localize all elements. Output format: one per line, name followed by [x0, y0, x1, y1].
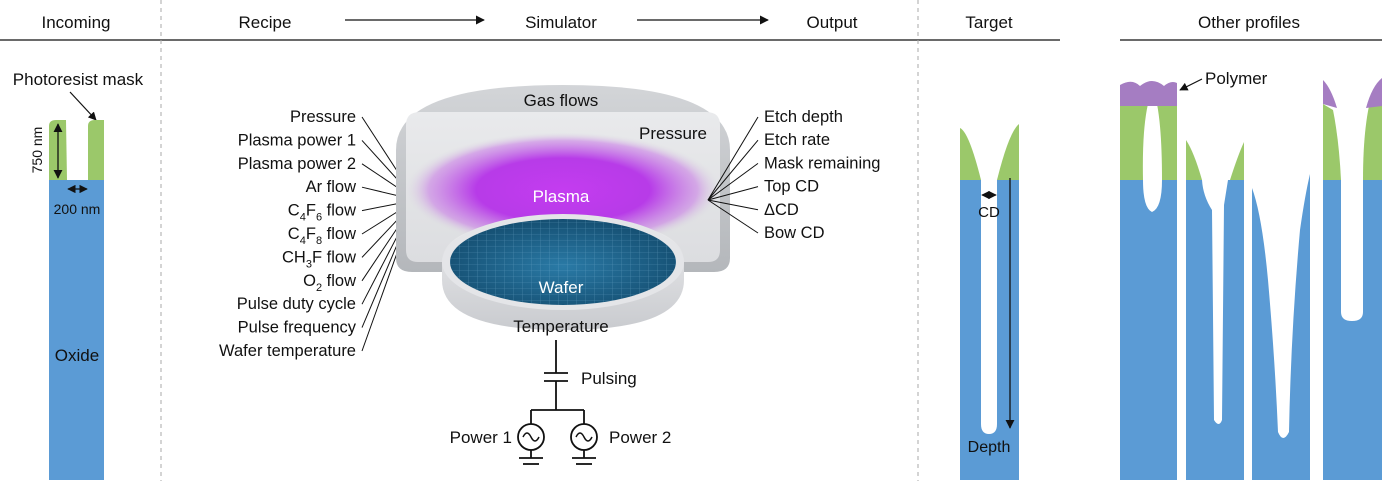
profile4-mask-left	[1323, 104, 1341, 180]
profile1-polymer	[1120, 81, 1177, 106]
incoming-profile: Photoresist mask 750 nm 200 nm Oxide	[13, 70, 144, 480]
plasma-chamber: Gas flows Pressure Plasma Wafer Temperat…	[396, 85, 730, 336]
column-headers: Incoming Recipe Simulator Output Target …	[42, 13, 1301, 32]
recipe-param-7: O2 flow	[303, 272, 356, 294]
profile1-polymer-overhang	[1141, 102, 1159, 106]
profile-tapered-narrow	[1186, 140, 1244, 480]
recipe-param-1: Plasma power 1	[238, 131, 356, 149]
output-item-3: Top CD	[764, 178, 819, 196]
output-connector-lines	[707, 116, 759, 234]
header-recipe: Recipe	[239, 13, 292, 32]
profile1-oxide	[1120, 180, 1177, 480]
profile4-mask-right	[1363, 104, 1382, 180]
photoresist-arrow	[69, 91, 97, 121]
target-mask-left	[960, 128, 981, 180]
header-incoming: Incoming	[42, 13, 111, 32]
sine-wave-icon-1	[522, 432, 540, 442]
temperature-label: Temperature	[513, 317, 608, 336]
power2-label: Power 2	[609, 428, 671, 447]
profile2-mask-right	[1230, 142, 1244, 180]
recipe-param-4: C4F6 flow	[288, 202, 356, 224]
recipe-param-2: Plasma power 2	[238, 155, 356, 173]
output-connector-2	[707, 162, 759, 201]
profile-tilted	[1252, 174, 1310, 480]
output-connector-0	[707, 116, 759, 201]
wafer-label: Wafer	[539, 278, 584, 297]
pressure-chamber-label: Pressure	[639, 124, 707, 143]
target-profile: CD Depth	[960, 124, 1019, 480]
recipe-param-6: CH3F flow	[282, 248, 356, 270]
polymer-arrow	[1179, 78, 1203, 91]
mask-right	[88, 120, 104, 180]
profile-wide-polymer	[1323, 78, 1382, 480]
height-label: 750 nm	[29, 127, 45, 174]
profile1-mask-left	[1120, 104, 1148, 180]
profile2-mask-left	[1186, 140, 1202, 180]
recipe-param-5: C4F8 flow	[288, 225, 356, 247]
output-connector-4	[707, 199, 759, 211]
recipe-param-3: Ar flow	[306, 178, 357, 196]
oxide-label: Oxide	[55, 346, 99, 365]
output-item-4: ΔCD	[764, 201, 799, 219]
output-connector-5	[707, 199, 759, 234]
target-depth-label: Depth	[968, 439, 1011, 456]
other-profiles: Polymer	[1120, 69, 1382, 480]
width-label: 200 nm	[54, 201, 101, 217]
header-other-profiles: Other profiles	[1198, 13, 1300, 32]
profile4-polymer-left	[1323, 80, 1337, 108]
header-rules	[0, 15, 1382, 41]
output-connector-1	[707, 139, 759, 201]
output-connector-3	[707, 186, 759, 201]
output-item-1: Etch rate	[764, 131, 830, 149]
profile-bowed-polymer	[1120, 81, 1177, 480]
target-mask-right	[997, 124, 1019, 180]
plasma-cloud	[405, 132, 721, 248]
profile4-oxide	[1323, 180, 1382, 480]
profile3-oxide	[1252, 174, 1310, 480]
photoresist-mask-label: Photoresist mask	[13, 70, 144, 89]
target-cd-label: CD	[978, 204, 1000, 221]
power1-label: Power 1	[450, 428, 512, 447]
profile4-polymer-right	[1366, 78, 1382, 108]
oxide-block	[49, 180, 104, 480]
power-circuit	[517, 340, 598, 465]
polymer-label: Polymer	[1205, 69, 1268, 88]
output-item-0: Etch depth	[764, 108, 843, 126]
recipe-param-0: Pressure	[290, 108, 356, 126]
header-output: Output	[806, 13, 857, 32]
recipe-param-9: Pulse frequency	[238, 319, 357, 337]
profile2-oxide	[1186, 180, 1244, 480]
sine-wave-icon-2	[575, 432, 593, 442]
profile1-mask-right	[1157, 104, 1177, 180]
plasma-label: Plasma	[533, 187, 590, 206]
column-separators	[160, 0, 919, 481]
output-item-5: Bow CD	[764, 224, 825, 242]
recipe-param-8: Pulse duty cycle	[237, 295, 356, 313]
gas-flows-label: Gas flows	[524, 91, 599, 110]
wafer-die-grid	[450, 219, 676, 305]
output-item-2: Mask remaining	[764, 154, 880, 172]
pulsing-label: Pulsing	[581, 369, 637, 388]
recipe-param-10: Wafer temperature	[219, 342, 356, 360]
header-target: Target	[965, 13, 1013, 32]
target-oxide	[960, 180, 1019, 480]
header-simulator: Simulator	[525, 13, 597, 32]
